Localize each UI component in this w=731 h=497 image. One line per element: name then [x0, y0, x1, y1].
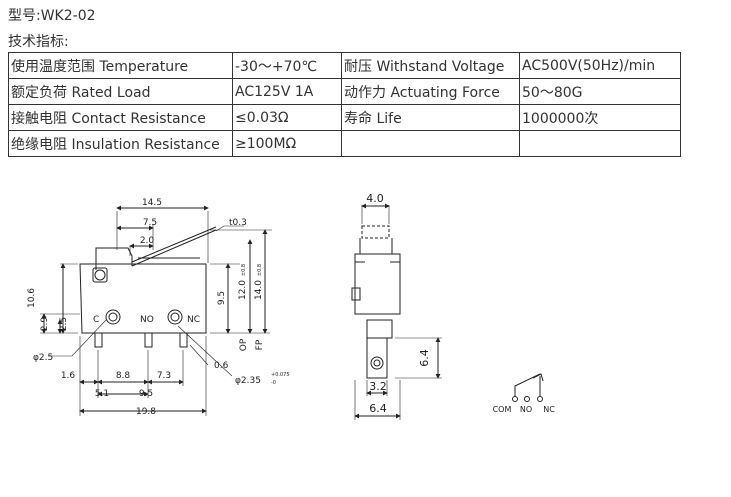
spec-table: 使用温度范围 Temperature -30～+70℃ 耐压 Withstand… [8, 52, 681, 157]
schematic-labels: COM NO NC [493, 405, 556, 414]
front-view-labels: 14.5 7.5 2.0 t0.3 10.6 2.9 2.5 9.5 12.0 … [27, 198, 290, 417]
dim-label: 3.2 [369, 380, 387, 393]
table-row: 使用温度范围 Temperature -30～+70℃ 耐压 Withstand… [8, 52, 681, 79]
side-view [351, 203, 442, 420]
dim-label: 10.6 [27, 288, 37, 308]
table-cell: AC125V 1A [232, 78, 342, 105]
dim-label: 5.1 [95, 389, 109, 399]
front-view [40, 205, 272, 416]
table-cell [341, 130, 520, 157]
table-cell: 额定负荷 Rated Load [8, 78, 233, 105]
dim-label: 9.5 [217, 291, 227, 305]
dim-tolerance: ±0.8 [257, 264, 263, 276]
dim-tolerance: +0.075 [271, 372, 290, 378]
schematic-no-label: NO [520, 405, 532, 414]
dim-label: 12.0 [238, 280, 248, 300]
dim-label: φ2.35 [235, 376, 261, 386]
table-cell [519, 130, 681, 157]
dim-label: 2.5 [59, 317, 69, 331]
dim-label: 2.0 [140, 236, 155, 246]
dim-label: 9.5 [139, 389, 153, 399]
table-cell: 接触电阻 Contact Resistance [8, 104, 233, 131]
tech-spec-heading: 技术指标: [8, 34, 69, 50]
table-row: 绝缘电阻 Insulation Resistance ≥100MΩ [8, 130, 681, 157]
dim-tolerance: -0 [271, 380, 276, 386]
dim-label: 14.5 [142, 198, 162, 208]
dim-label: 1.6 [61, 371, 76, 381]
dim-label: 7.5 [143, 218, 157, 228]
terminal-label-c: C [93, 315, 99, 325]
op-label: OP [239, 338, 249, 351]
dim-label: t0.3 [229, 218, 247, 228]
terminal-label-nc: NC [187, 315, 200, 325]
dim-tolerance: ±0.8 [241, 264, 247, 276]
table-cell: ≥100MΩ [232, 130, 342, 157]
table-cell: 耐压 Withstand Voltage [341, 52, 520, 79]
table-cell: 绝缘电阻 Insulation Resistance [8, 130, 233, 157]
dim-label: 4.0 [366, 192, 384, 205]
table-cell: 使用温度范围 Temperature [8, 52, 233, 79]
dim-label: 6.4 [418, 349, 431, 367]
dim-label: 8.8 [116, 371, 131, 381]
schematic-com-label: COM [493, 405, 512, 414]
model-title: 型号:WK2-02 [8, 8, 96, 24]
dim-label: φ2.5 [33, 353, 53, 363]
dim-label: 0.6 [214, 361, 229, 371]
dim-label: 2.9 [40, 317, 50, 332]
table-cell: ≤0.03Ω [232, 104, 342, 131]
table-cell: 动作力 Actuating Force [341, 78, 520, 105]
dim-label: 19.8 [136, 407, 156, 417]
dim-label: 14.0 [254, 280, 264, 300]
switch-schematic [512, 373, 544, 402]
fp-label: FP [255, 339, 265, 350]
terminal-label-no: NO [140, 315, 154, 325]
schematic-nc-label: NC [543, 405, 555, 414]
table-cell: 50～80G [519, 78, 681, 105]
dim-label: 7.3 [157, 371, 171, 381]
table-cell: AC500V(50Hz)/min [519, 52, 681, 79]
table-row: 额定负荷 Rated Load AC125V 1A 动作力 Actuating … [8, 78, 681, 105]
dim-label: 6.4 [369, 402, 387, 415]
side-view-labels: 4.0 6.4 3.2 6.4 [366, 192, 431, 415]
